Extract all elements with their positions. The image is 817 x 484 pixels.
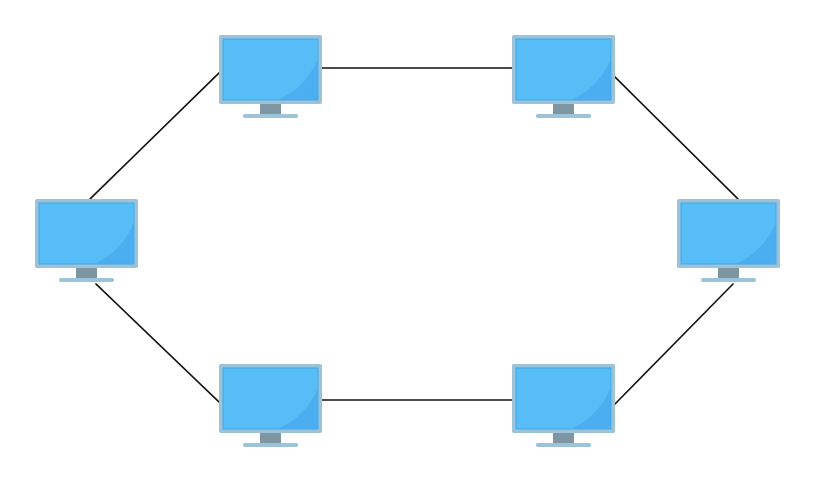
screen-reflection — [277, 59, 318, 100]
monitor-icon — [219, 364, 322, 447]
monitor-neck — [260, 104, 281, 114]
monitor-neck — [260, 433, 281, 443]
monitor-screen — [38, 202, 135, 265]
monitor-icon — [512, 35, 615, 118]
monitor-icon — [512, 364, 615, 447]
screen-reflection — [570, 388, 611, 429]
network-link — [613, 283, 734, 406]
screen-reflection — [735, 223, 776, 264]
network-link — [89, 72, 220, 200]
monitor-base — [536, 443, 591, 447]
monitor-neck — [553, 433, 574, 443]
screen-reflection — [277, 388, 318, 429]
links-layer — [89, 67, 739, 406]
network-link — [95, 283, 220, 403]
monitor-base — [536, 114, 591, 118]
screen-reflection — [570, 59, 611, 100]
monitor-base — [243, 443, 298, 447]
monitor-neck — [718, 268, 739, 278]
monitor-icon — [35, 199, 138, 282]
monitor-icon — [677, 199, 780, 282]
network-link — [613, 75, 739, 200]
monitor-neck — [76, 268, 97, 278]
nodes-layer — [35, 35, 780, 447]
monitor-neck — [553, 104, 574, 114]
screen-reflection — [93, 223, 134, 264]
monitor-icon — [219, 35, 322, 118]
monitor-base — [701, 278, 756, 282]
monitor-base — [59, 278, 114, 282]
monitor-base — [243, 114, 298, 118]
